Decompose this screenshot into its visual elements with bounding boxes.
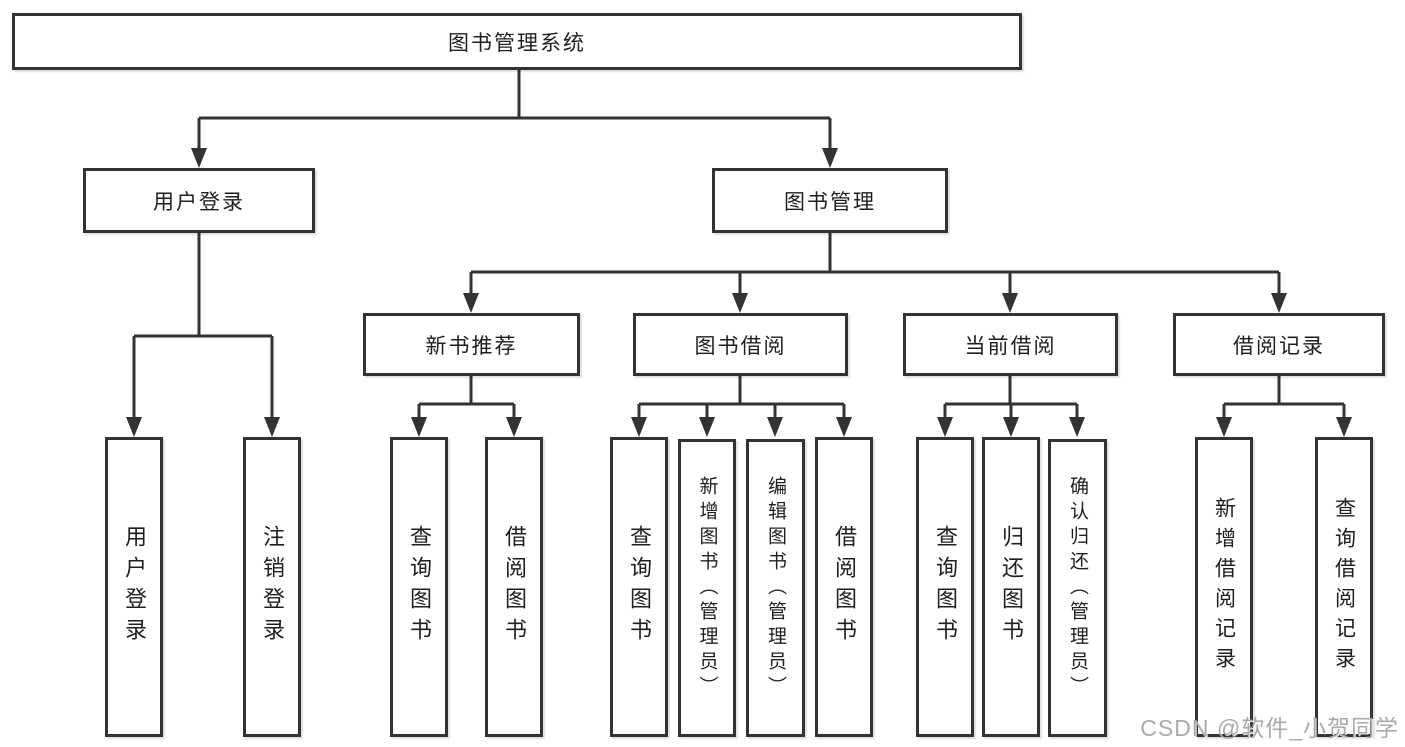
leaf-label: 查询借阅记录 <box>1332 497 1356 677</box>
leaf-label: 用户登录 <box>122 525 147 649</box>
arrow-down-icon <box>767 417 783 437</box>
leaf-label: 确认归还（管理员） <box>1067 475 1088 701</box>
leaf-confirm-return-admin: 确认归还（管理员） <box>1048 439 1107 737</box>
arrow-down-icon <box>126 417 142 437</box>
leaf-label: 新增图书（管理员） <box>696 475 718 701</box>
leaf-query-books-current: 查询图书 <box>916 437 974 737</box>
leaf-user-login: 用户登录 <box>105 437 163 737</box>
node-user-login-module: 用户登录 <box>83 168 315 233</box>
leaf-label: 查询图书 <box>407 525 432 649</box>
arrow-down-icon <box>411 417 427 437</box>
leaf-label: 查询图书 <box>627 525 652 649</box>
arrow-down-icon <box>1003 417 1019 437</box>
node-book-management-module: 图书管理 <box>712 168 948 233</box>
arrow-down-icon <box>1002 293 1018 313</box>
node-label: 新书推荐 <box>425 334 518 358</box>
arrow-down-icon <box>822 148 838 168</box>
leaf-label: 借阅图书 <box>502 525 527 649</box>
leaf-label: 新增借阅记录 <box>1212 497 1236 677</box>
node-label: 用户登录 <box>153 190 245 214</box>
node-root: 图书管理系统 <box>12 13 1022 70</box>
arrow-down-icon <box>191 148 207 168</box>
arrow-down-icon <box>506 417 522 437</box>
arrow-down-icon <box>1216 417 1232 437</box>
leaf-borrow-books: 借阅图书 <box>815 437 873 737</box>
node-label: 图书借阅 <box>694 334 787 358</box>
arrow-down-icon <box>732 293 748 313</box>
node-label: 借阅记录 <box>1233 334 1325 358</box>
leaf-add-books-admin: 新增图书（管理员） <box>678 439 736 737</box>
arrow-down-icon <box>463 293 479 313</box>
leaf-query-books-recommend: 查询图书 <box>390 437 448 737</box>
leaf-logout: 注销登录 <box>243 437 301 737</box>
leaf-borrow-books-recommend: 借阅图书 <box>485 437 543 737</box>
arrow-down-icon <box>264 417 280 437</box>
arrow-down-icon <box>631 417 647 437</box>
leaf-label: 编辑图书（管理员） <box>765 475 786 701</box>
leaf-add-borrow-record: 新增借阅记录 <box>1195 437 1253 737</box>
node-new-book-recommend: 新书推荐 <box>363 313 580 376</box>
arrow-down-icon <box>1069 417 1085 437</box>
leaf-query-borrow-record: 查询借阅记录 <box>1315 437 1373 737</box>
node-label: 图书管理 <box>784 190 876 214</box>
leaf-label: 查询图书 <box>933 525 958 649</box>
leaf-query-books-borrow: 查询图书 <box>610 437 668 737</box>
arrow-down-icon <box>699 417 715 437</box>
csdn-watermark: CSDN @软件_小贺同学 <box>1140 715 1399 741</box>
leaf-return-books: 归还图书 <box>982 437 1040 737</box>
arrow-down-icon <box>1336 417 1352 437</box>
arrow-down-icon <box>836 417 852 437</box>
node-root-label: 图书管理系统 <box>448 31 586 55</box>
node-book-borrow: 图书借阅 <box>633 313 848 376</box>
node-borrow-records: 借阅记录 <box>1173 313 1385 376</box>
leaf-edit-books-admin: 编辑图书（管理员） <box>746 439 805 737</box>
arrow-down-icon <box>937 417 953 437</box>
leaf-label: 归还图书 <box>999 525 1024 649</box>
node-label: 当前借阅 <box>964 334 1057 358</box>
leaf-label: 注销登录 <box>260 525 285 649</box>
node-current-borrow: 当前借阅 <box>903 313 1118 376</box>
leaf-label: 借阅图书 <box>832 525 857 649</box>
arrow-down-icon <box>1271 293 1287 313</box>
